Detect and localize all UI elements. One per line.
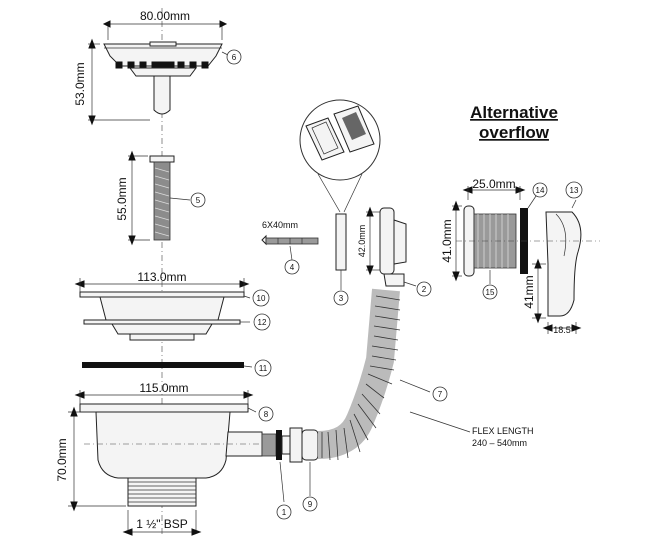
title-line-1: Alternative <box>470 103 558 122</box>
callout-9: 9 <box>302 496 318 512</box>
overflow-assembly: 6X40mm 42.0mm <box>261 99 417 290</box>
gasket <box>82 362 253 368</box>
svg-text:9: 9 <box>308 500 313 509</box>
overflow-height-label: 42.0mm <box>357 225 367 258</box>
alternative-overflow: 25.0mm 41.0mm 41mm 18.5 <box>440 177 600 335</box>
callout-5: 5 <box>190 192 206 208</box>
callouts: 6 5 4 3 2 10 12 11 8 7 1 9 14 13 15 <box>190 49 583 520</box>
svg-text:1: 1 <box>282 508 287 517</box>
svg-text:8: 8 <box>264 410 269 419</box>
flange-width-label: 113.0mm <box>137 270 186 284</box>
svg-text:13: 13 <box>570 186 579 195</box>
waste-body: 115.0mm 70.0mm 1 ½" BSP <box>55 381 300 536</box>
callout-11: 11 <box>254 359 272 377</box>
sink-flange: 113.0mm <box>74 270 251 341</box>
flex-length-range: 240 – 540mm <box>472 438 527 448</box>
svg-text:7: 7 <box>438 390 443 399</box>
hose-connector <box>261 427 319 503</box>
svg-text:3: 3 <box>339 294 344 303</box>
callout-15: 15 <box>482 284 498 300</box>
basket-strainer: 80.00mm 53.0mm <box>73 9 231 126</box>
callout-4: 4 <box>284 259 300 275</box>
svg-text:6: 6 <box>232 53 237 62</box>
callout-13: 13 <box>565 181 583 199</box>
cover-height-label: 41mm <box>522 275 536 308</box>
body-width-label: 115.0mm <box>139 381 188 395</box>
cover-depth-label: 18.5 <box>553 325 571 335</box>
body-height-label: 70.0mm <box>55 438 69 481</box>
callout-1: 1 <box>276 504 292 520</box>
svg-text:15: 15 <box>486 288 495 297</box>
callout-12: 12 <box>253 313 271 331</box>
svg-text:10: 10 <box>257 294 266 303</box>
thread-label: 1 ½" BSP <box>136 517 188 531</box>
callout-3: 3 <box>333 290 349 306</box>
callout-14: 14 <box>532 182 548 198</box>
svg-text:11: 11 <box>259 364 268 373</box>
title-line-2: overflow <box>479 123 550 142</box>
svg-text:4: 4 <box>290 263 295 272</box>
basket-width-label: 80.00mm <box>140 9 190 23</box>
callout-8: 8 <box>258 406 274 422</box>
flexible-hose <box>317 288 471 461</box>
flex-length-label: FLEX LENGTH <box>472 426 534 436</box>
callout-6: 6 <box>226 49 242 65</box>
svg-text:12: 12 <box>258 318 267 327</box>
alt-depth-label: 25.0mm <box>472 177 515 191</box>
centre-bolt: 55.0mm <box>115 150 191 246</box>
alt-height-label: 41.0mm <box>440 219 454 262</box>
bolt-length-label: 55.0mm <box>115 177 129 220</box>
callout-10: 10 <box>252 289 270 307</box>
svg-text:14: 14 <box>536 186 545 195</box>
callout-2: 2 <box>416 281 432 297</box>
screw-label: 6X40mm <box>262 220 298 230</box>
callout-7: 7 <box>432 386 448 402</box>
svg-text:2: 2 <box>422 285 427 294</box>
svg-text:5: 5 <box>196 196 201 205</box>
basket-height-label: 53.0mm <box>73 62 87 105</box>
